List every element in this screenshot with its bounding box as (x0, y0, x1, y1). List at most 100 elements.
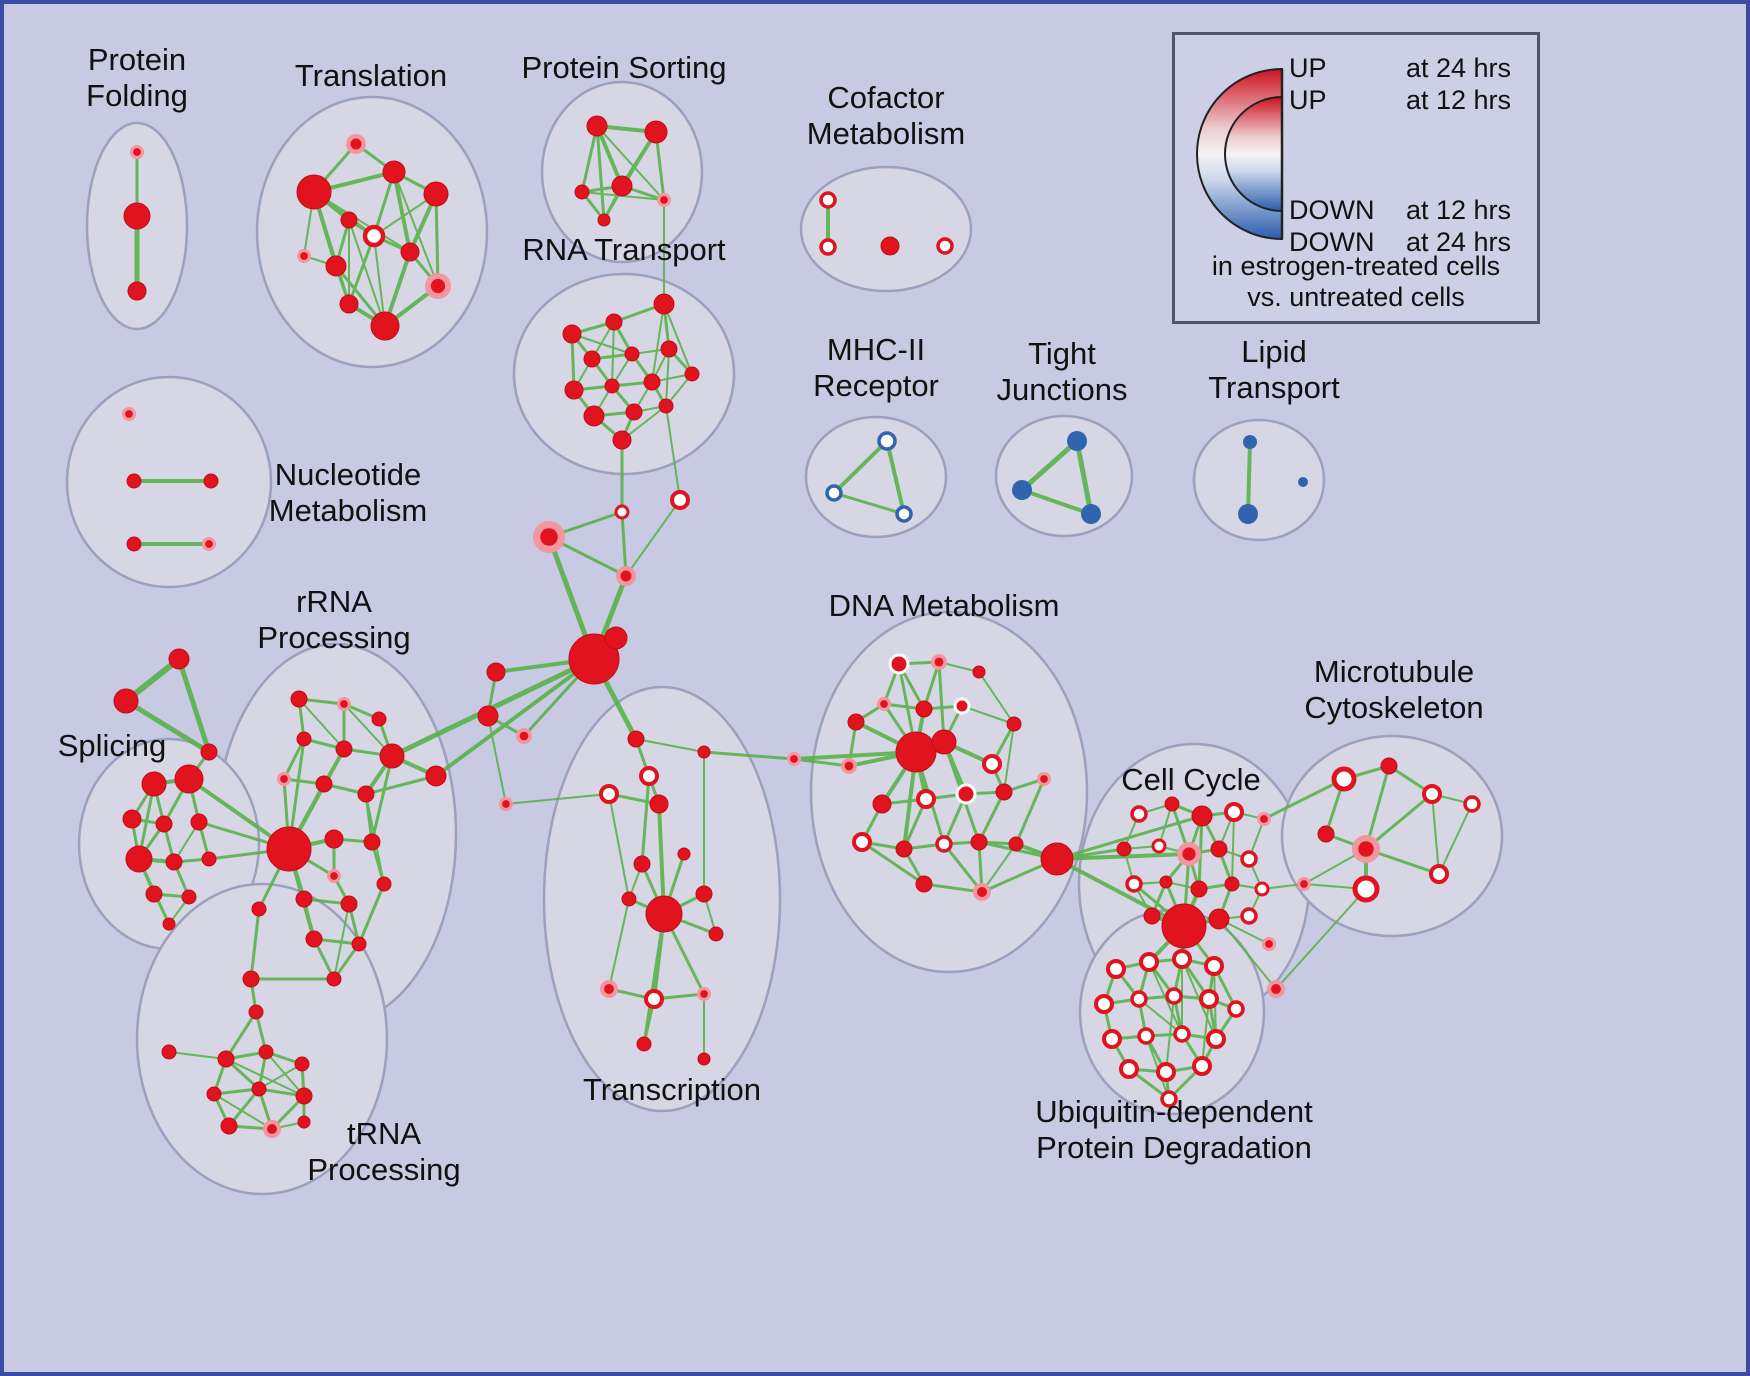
network-edge (392, 170, 412, 254)
red-filled-node (305, 930, 323, 948)
red-filled-node (1040, 842, 1074, 876)
cluster-label-splicing: Splicing (58, 728, 167, 763)
network-edge (1246, 440, 1252, 516)
red-node-with-white-ring (955, 783, 977, 805)
red-filled-node (258, 1044, 274, 1060)
cluster-ellipse-cofactor-metabolism (799, 165, 973, 293)
red-filled-node (248, 1004, 264, 1020)
cluster-label-cell-cycle: Cell Cycle (1121, 762, 1261, 797)
red-filled-node (658, 398, 674, 414)
white-center-red-ring-node (639, 766, 659, 786)
blue-filled-node (1298, 477, 1308, 487)
red-filled-node (568, 633, 620, 685)
network-edge (608, 793, 630, 900)
red-filled-node (363, 833, 381, 851)
cluster-ellipse-lipid-transport (1192, 418, 1326, 542)
red-filled-node (181, 889, 197, 905)
red-filled-node (206, 1086, 222, 1102)
network-edge (608, 898, 630, 990)
white-center-red-ring-node (936, 237, 954, 255)
red-filled-node (145, 885, 163, 903)
network-edge (1364, 792, 1434, 851)
red-node-with-pink-halo (1267, 980, 1285, 998)
white-center-red-ring-node (644, 989, 664, 1009)
red-filled-node (126, 536, 142, 552)
blue-filled-node (1012, 480, 1032, 500)
red-filled-node (972, 665, 986, 679)
network-edge (663, 303, 693, 375)
red-filled-node (1008, 836, 1024, 852)
cluster-ellipse-dna-metabolism (809, 610, 1089, 974)
legend-direction: DOWN (1289, 195, 1375, 225)
network-edge (1201, 998, 1210, 1067)
network-edge (595, 124, 606, 222)
network-edge (1020, 488, 1093, 516)
cluster-ellipse-rna-transport (512, 272, 736, 476)
white-center-red-ring-node (916, 789, 936, 809)
red-node-with-pink-halo (499, 797, 513, 811)
red-filled-node (376, 876, 392, 892)
white-center-red-ring-node (1240, 907, 1258, 925)
red-filled-node (1224, 876, 1240, 892)
red-node-with-pink-halo (425, 273, 451, 299)
white-center-red-ring-node (1102, 1029, 1122, 1049)
network-edge (1438, 803, 1473, 875)
network-edge (123, 698, 212, 755)
network-edge (1138, 998, 1183, 1035)
red-filled-node (168, 648, 190, 670)
red-filled-node (1210, 840, 1228, 858)
network-edge (625, 499, 681, 577)
node-layer (113, 115, 1481, 1138)
red-node-with-pink-halo (1352, 835, 1380, 863)
red-filled-node (1317, 825, 1335, 843)
cluster-label-dna-metabolism: DNA Metabolism (829, 588, 1060, 623)
network-edge (1019, 438, 1080, 493)
red-node-with-pink-halo (841, 758, 857, 774)
network-edge (580, 124, 599, 194)
red-filled-node (697, 1052, 711, 1066)
red-filled-node (697, 745, 711, 759)
red-node-with-pink-halo (600, 980, 618, 998)
red-filled-node (324, 829, 344, 849)
red-filled-node (604, 378, 620, 394)
white-center-red-ring-node (1463, 795, 1481, 813)
red-node-with-pink-halo (973, 883, 991, 901)
red-filled-node (1191, 805, 1213, 827)
white-center-red-ring-node (1160, 1090, 1178, 1108)
network-edge (665, 348, 670, 407)
red-filled-node (653, 293, 675, 315)
red-node-with-pink-halo (516, 728, 532, 744)
red-node-with-pink-halo (327, 869, 341, 883)
network-edge (885, 439, 906, 516)
red-filled-node (203, 473, 219, 489)
network-edge (961, 705, 1015, 725)
red-node-with-pink-halo (877, 697, 891, 711)
network-edge (640, 774, 651, 866)
network-edge (373, 235, 386, 327)
white-center-red-ring-node (1119, 1059, 1139, 1079)
white-center-red-ring-node (1172, 949, 1192, 969)
network-edge (313, 191, 411, 253)
red-filled-node (915, 700, 933, 718)
network-edge (1262, 777, 1346, 821)
legend-row-up-24: UP at 24 hrs (1289, 53, 1511, 84)
red-filled-node (1208, 908, 1230, 930)
white-center-red-ring-node (935, 835, 953, 853)
network-edge (1231, 811, 1235, 885)
red-filled-node (633, 855, 651, 873)
network-edge (1275, 888, 1367, 990)
network-edge (434, 192, 440, 288)
red-filled-node (357, 785, 375, 803)
red-node-with-pink-halo (202, 537, 216, 551)
white-center-red-ring-node (1156, 1062, 1176, 1082)
red-filled-node (645, 895, 683, 933)
red-filled-node (847, 713, 865, 731)
network-edge (977, 790, 1006, 844)
red-node-with-pink-halo (346, 134, 366, 154)
white-center-red-ring-node (1151, 838, 1167, 854)
white-center-blue-ring-node (825, 484, 843, 502)
